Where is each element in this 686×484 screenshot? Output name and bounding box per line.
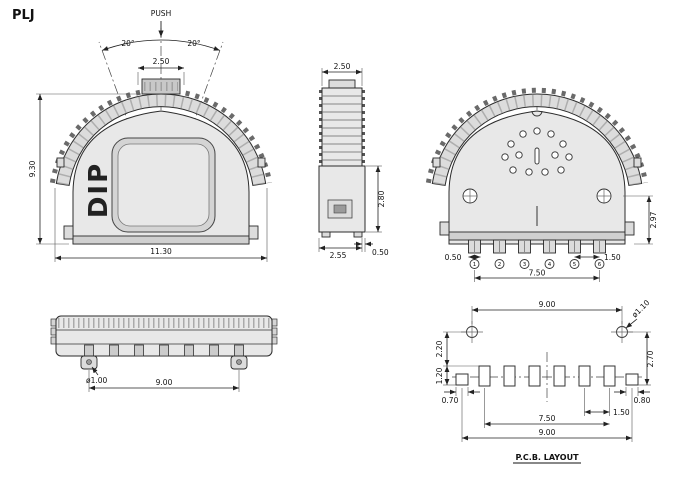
right-clip bbox=[257, 157, 266, 168]
angle-right-label: 20° bbox=[187, 39, 201, 48]
knurl-stack bbox=[321, 87, 363, 167]
side-view: 2.50 2.80 2.55 0.50 bbox=[318, 62, 389, 260]
dim-pin-pitch: 1.50 bbox=[604, 253, 621, 262]
dim-left-pad-width: 0.70 bbox=[442, 396, 459, 405]
dim-hole-to-pads: 2.20 bbox=[435, 340, 444, 357]
dim-rear-height: 2.97 bbox=[649, 211, 658, 228]
dim-front-width: 11.30 bbox=[150, 247, 172, 256]
dim-side-body-height: 2.80 bbox=[377, 190, 386, 207]
center-slot bbox=[534, 147, 540, 165]
dim-boss-dia: ø1.00 bbox=[86, 376, 108, 385]
pin-5-label: 5 bbox=[573, 262, 577, 268]
right-corner-pad bbox=[625, 373, 639, 386]
dim-hole-span: 9.00 bbox=[539, 300, 556, 309]
dim-right-offset: 2.70 bbox=[646, 350, 655, 367]
solder-pads bbox=[455, 365, 639, 387]
pin-6-label: 6 bbox=[598, 262, 602, 268]
bottom-pins bbox=[84, 344, 244, 357]
pcb-layout: 9.00 ø1.10 2.20 1.20 2.70 0.70 bbox=[435, 298, 655, 464]
foot-side-right bbox=[353, 231, 363, 238]
terminal-pins bbox=[468, 239, 606, 254]
push-label: PUSH bbox=[151, 9, 171, 18]
pin-numbers: 1 2 3 4 5 6 bbox=[469, 259, 605, 269]
pin-2-label: 2 bbox=[498, 262, 502, 268]
dim-side-depth: 2.55 bbox=[330, 251, 347, 260]
foot-side-left bbox=[321, 231, 331, 238]
dim-pin-span: 7.50 bbox=[529, 269, 546, 278]
top-notch bbox=[531, 110, 543, 117]
page-title: PLJ bbox=[12, 8, 35, 23]
housing-base bbox=[72, 235, 250, 245]
dim-left-pad-offset: 1.20 bbox=[435, 367, 444, 384]
contact-holes bbox=[501, 127, 573, 176]
body-side bbox=[318, 165, 366, 233]
dim-pin-width: 0.50 bbox=[445, 253, 462, 262]
dim-pad-span: 7.50 bbox=[539, 414, 556, 423]
dim-actuator-width: 2.50 bbox=[153, 57, 170, 66]
dim-right-pad-width: 0.80 bbox=[634, 396, 651, 405]
right-foot-tab bbox=[248, 225, 259, 240]
left-clip bbox=[56, 157, 65, 168]
angle-left-label: 20° bbox=[121, 39, 135, 48]
pin-3-label: 3 bbox=[523, 262, 527, 268]
pin-4-label: 4 bbox=[548, 262, 552, 268]
dip-label: DIP bbox=[84, 162, 114, 218]
left-corner-pad bbox=[455, 373, 469, 386]
dim-front-height: 9.30 bbox=[28, 160, 37, 177]
dim-side-offset: 0.50 bbox=[372, 248, 389, 257]
dim-side-width: 2.50 bbox=[334, 62, 351, 71]
pin-1-label: 1 bbox=[473, 262, 477, 268]
rear-view: 1 2 3 4 5 6 0.50 1.50 7.50 2.97 bbox=[428, 90, 658, 282]
knob-side bbox=[328, 79, 356, 89]
front-view: DIP PUSH 20° 20° 2.50 9.30 11.30 bbox=[28, 9, 270, 262]
left-foot-tab bbox=[63, 225, 74, 240]
dim-pad-pitch: 1.50 bbox=[613, 408, 630, 417]
dim-hole-dia: ø1.10 bbox=[630, 298, 652, 320]
bottom-view: ø1.00 9.00 bbox=[50, 315, 278, 392]
dim-boss-span: 9.00 bbox=[156, 378, 173, 387]
dim-total-width: 9.00 bbox=[539, 428, 556, 437]
end-teeth bbox=[50, 318, 278, 345]
pcb-layout-title: P.C.B. LAYOUT bbox=[515, 453, 579, 462]
